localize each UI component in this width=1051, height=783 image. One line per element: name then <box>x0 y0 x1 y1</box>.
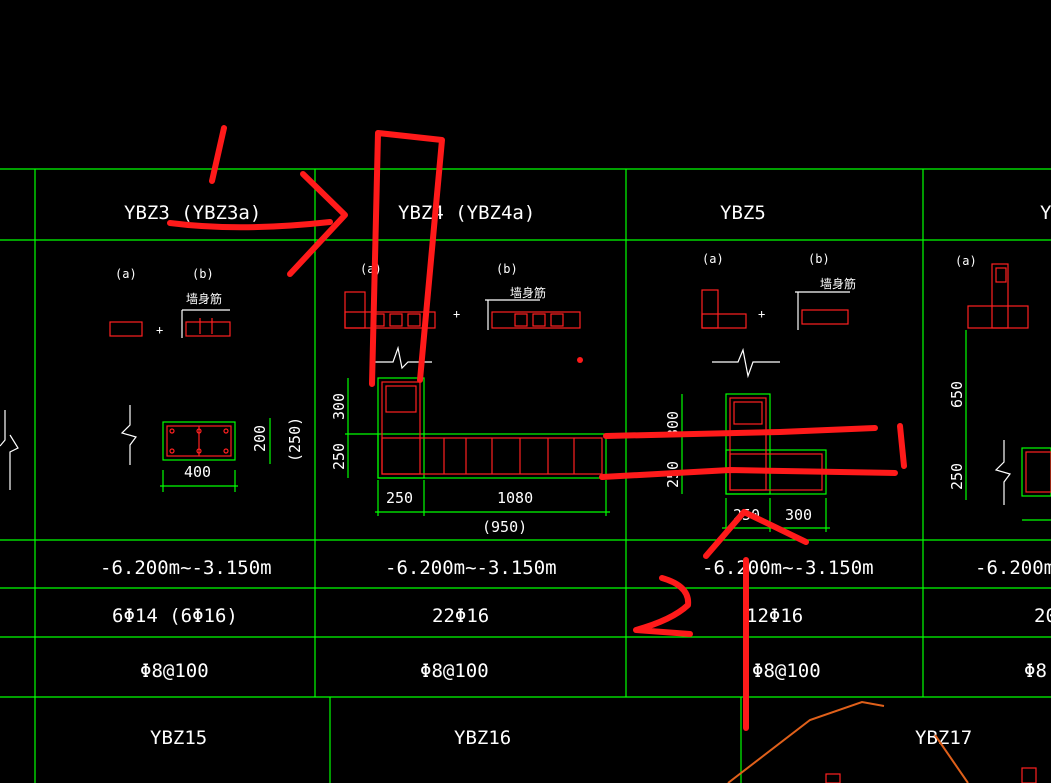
ybz3-main-rebar: 6Φ14 (6Φ16) <box>112 605 238 627</box>
ybz4-stirrup: Φ8@100 <box>420 660 489 682</box>
annotation-label-2: 2 <box>0 0 1 1</box>
column-title-partial: Y <box>1040 202 1051 224</box>
svg-text:+: + <box>453 307 460 321</box>
ybz3-dim-width: 400 <box>184 463 211 481</box>
hand-annotations <box>167 125 907 731</box>
ybz4-dim-h2: 1080 <box>497 489 533 507</box>
row2-title-ybz16: YBZ16 <box>454 727 511 749</box>
ybz4-dim-v2: 250 <box>330 443 348 470</box>
ybz5-dim-h2: 300 <box>785 506 812 524</box>
ybz3-label-b: (b) <box>192 267 214 281</box>
ybz4-section-detail: (a) (b) 墙身筋 + 300 250 250 <box>330 262 610 536</box>
ybz4-label-a: (a) <box>360 262 382 276</box>
partial-dim-v2: 250 <box>948 463 966 490</box>
ybz3-dim-height: 200 <box>251 425 269 452</box>
ybz5-main-rebar: 12Φ16 <box>746 605 803 627</box>
ybz3-stirrup: Φ8@100 <box>140 660 209 682</box>
ybz4-wall-label: 墙身筋 <box>510 285 546 300</box>
ybz5-elevation: -6.200m~-3.150m <box>702 557 874 579</box>
annotation-mark-1 <box>209 125 227 184</box>
ybz4-dim-v1: 300 <box>330 393 348 420</box>
svg-text:+: + <box>758 307 765 321</box>
orange-polyline <box>727 700 885 783</box>
ybz3-section-detail: (a) (b) 墙身筋 + 400 200 (250) <box>0 267 304 492</box>
ybz3-elevation: -6.200m~-3.150m <box>100 557 272 579</box>
partial-stirrup: Φ8 <box>1024 660 1047 682</box>
column-title-ybz3: YBZ3 (YBZ3a) <box>124 202 261 224</box>
annotation-mark-2 <box>633 575 693 637</box>
partial-main-rebar: 20 <box>1034 605 1051 627</box>
ybz5-label-a: (a) <box>702 252 724 266</box>
row2-title-ybz17: YBZ17 <box>915 727 972 749</box>
svg-text:+: + <box>156 323 163 337</box>
ybz3-label-a: (a) <box>115 267 137 281</box>
annotation-arrow-1 <box>167 171 348 277</box>
ybz5-wall-label: 墙身筋 <box>820 276 856 291</box>
partial-label-a: (a) <box>955 254 977 268</box>
ybz3-wall-label: 墙身筋 <box>186 291 222 306</box>
ybz4-dim-h1: 250 <box>386 489 413 507</box>
ybz3-dim-alt: (250) <box>286 417 304 462</box>
annotation-strip-lower <box>599 467 898 480</box>
ybz4-dim-total: (950) <box>482 518 527 536</box>
ybz4-elevation: -6.200m~-3.150m <box>385 557 557 579</box>
ybz5-label-b: (b) <box>808 252 830 266</box>
annotation-arrow-2 <box>703 509 809 731</box>
ybz4-main-rebar: 22Φ16 <box>432 605 489 627</box>
ybz4-label-b: (b) <box>496 262 518 276</box>
annotation-strip-upper <box>603 425 878 439</box>
row2-title-ybz15: YBZ15 <box>150 727 207 749</box>
partial-section-detail: (a) 650 250 <box>948 254 1051 521</box>
table-grid <box>0 168 1051 783</box>
ybz5-stirrup: Φ8@100 <box>752 660 821 682</box>
column-title-ybz4: YBZ4 (YBZ4a) <box>398 202 535 224</box>
annotation-strip-end <box>897 423 907 469</box>
ybz5-dim-v1: 300 <box>664 411 682 438</box>
annotation-box-highlight <box>369 130 445 387</box>
partial-dim-v1: 650 <box>948 381 966 408</box>
annotation-label-1: 1 <box>0 0 1 1</box>
annotation-dot <box>577 357 583 363</box>
column-title-ybz5: YBZ5 <box>720 202 766 224</box>
partial-elevation: -6.200m~ <box>975 557 1051 579</box>
ybz5-section-detail: (a) (b) 墙身筋 + 300 250 250 300 <box>664 252 856 532</box>
